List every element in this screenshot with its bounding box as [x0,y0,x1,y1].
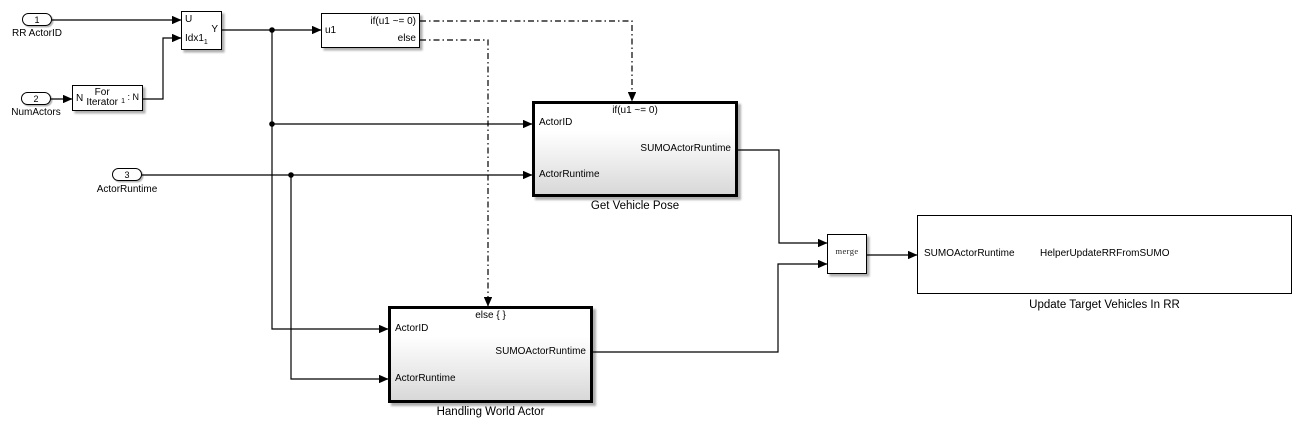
handling-world-actor-subsystem[interactable]: else { } ActorID SUMOActorRuntime ActorR… [388,306,593,403]
if-input-label: u1 [325,25,337,36]
junction-dot [269,121,275,127]
update-target-vehicles-block[interactable]: SUMOActorRuntime HelperUpdateRRFromSUMO [917,215,1292,294]
gvp-output-label: SUMOActorRuntime [640,143,731,154]
get-vehicle-pose-subsystem[interactable]: if(u1 ~= 0) ActorID SUMOActorRuntime Act… [532,101,738,197]
hwa-block-name: Handling World Actor [436,406,545,418]
gvp-block-name: Get Vehicle Pose [590,200,680,212]
merge-block[interactable]: merge [827,234,867,274]
wire-foriterator-to-selector-idx[interactable] [143,33,182,100]
update-block-name: Update Target Vehicles In RR [1029,299,1180,311]
hwa-input-actorruntime-label: ActorRuntime [395,373,456,384]
wire-branch-to-hwa-actorid[interactable] [271,30,389,334]
if-output-else-label: else [397,33,416,44]
inport-3-number: 3 [124,169,130,180]
wire-if-action-to-gvp[interactable] [420,20,637,102]
hwa-input-actorid-label: ActorID [395,323,429,334]
selector-input-u-label: U [185,14,193,25]
merge-label: merge [835,246,859,256]
inport-2-number: 2 [33,93,39,104]
selector-input-idx-label: Idx11 [185,33,208,47]
junction-dot [269,27,275,33]
inport-1-label: RR ActorID [11,28,63,39]
selector-output-y-label: Y [211,24,218,35]
hwa-output-label: SUMOActorRuntime [495,346,586,357]
inport-3-label: ActorRuntime [96,184,158,195]
wire-hwa-to-merge[interactable] [593,259,828,353]
inport-3[interactable]: 3 [112,168,142,181]
inport-2-label: NumActors [11,107,61,118]
wire-branch-to-hwa-actorruntime[interactable] [290,175,389,384]
gvp-action-port-label: if(u1 ~= 0) [612,105,658,116]
wire-gvp-to-merge[interactable] [738,149,828,248]
update-input-label: SUMOActorRuntime [924,248,1015,259]
update-function-label: HelperUpdateRRFromSUMO [1040,248,1170,259]
if-output-if-label: if(u1 ~= 0) [370,16,416,27]
gvp-input-actorruntime-label: ActorRuntime [539,169,600,180]
gvp-input-actorid-label: ActorID [539,117,573,128]
inport-1[interactable]: 1 [22,13,52,26]
for-iterator-input-label: N [76,92,84,104]
wire-else-action-to-hwa[interactable] [420,39,493,307]
if-block[interactable]: u1 if(u1 ~= 0) else [321,13,420,48]
for-iterator-output-label: 1 : N [121,91,139,105]
inport-1-number: 1 [34,14,40,25]
junction-dot [288,172,294,178]
hwa-action-port-label: else { } [475,310,506,321]
selector-block[interactable]: U Idx11 Y [181,11,222,50]
inport-2[interactable]: 2 [21,92,51,105]
